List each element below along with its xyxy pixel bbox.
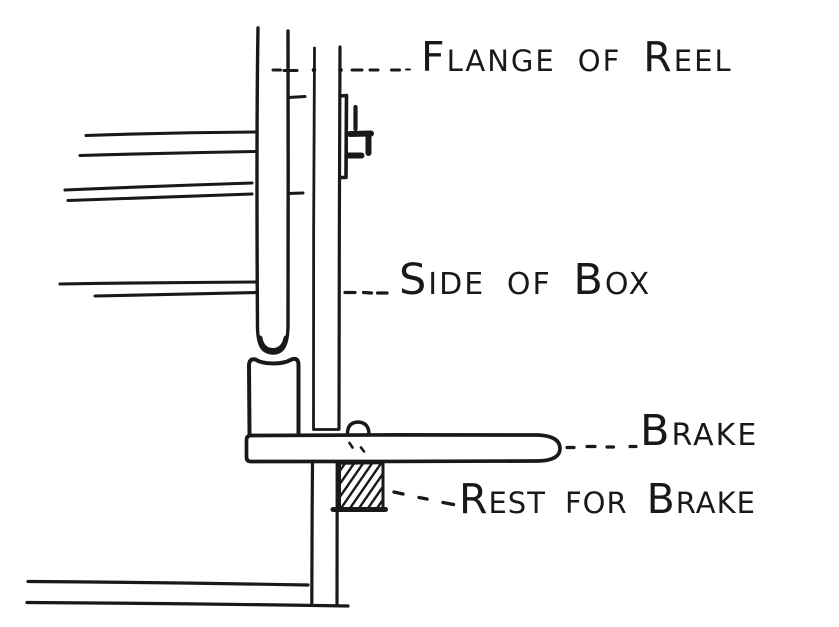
hatch-lines [341, 464, 382, 509]
rest-block [330, 461, 388, 512]
label-side-of-box: Side of Box [399, 255, 652, 305]
leader-brake [565, 444, 638, 450]
brake-shoe-block [247, 356, 301, 435]
box-side [312, 45, 342, 431]
pin-marks [348, 441, 366, 453]
reel-flange-tube [255, 26, 290, 355]
leader-rest [392, 490, 456, 507]
box-batten [338, 93, 349, 180]
reel-flange-tube-bottom [257, 335, 289, 353]
leader-side [343, 290, 389, 295]
label-rest-for-brake: Rest for Brake [459, 475, 756, 523]
reel-slats-lower [58, 280, 259, 298]
fastener-cleat [345, 104, 374, 159]
brake-pivot-hump [345, 420, 371, 436]
leader-flange [271, 67, 411, 73]
label-brake: Brake [640, 406, 759, 456]
flange-tick-marks [286, 95, 307, 195]
brake-bar [244, 432, 562, 464]
reel-slats-upper [63, 130, 257, 203]
floor-lines [25, 579, 350, 608]
box-post [310, 460, 339, 606]
label-flange-of-reel: Flange of Reel [421, 33, 733, 81]
